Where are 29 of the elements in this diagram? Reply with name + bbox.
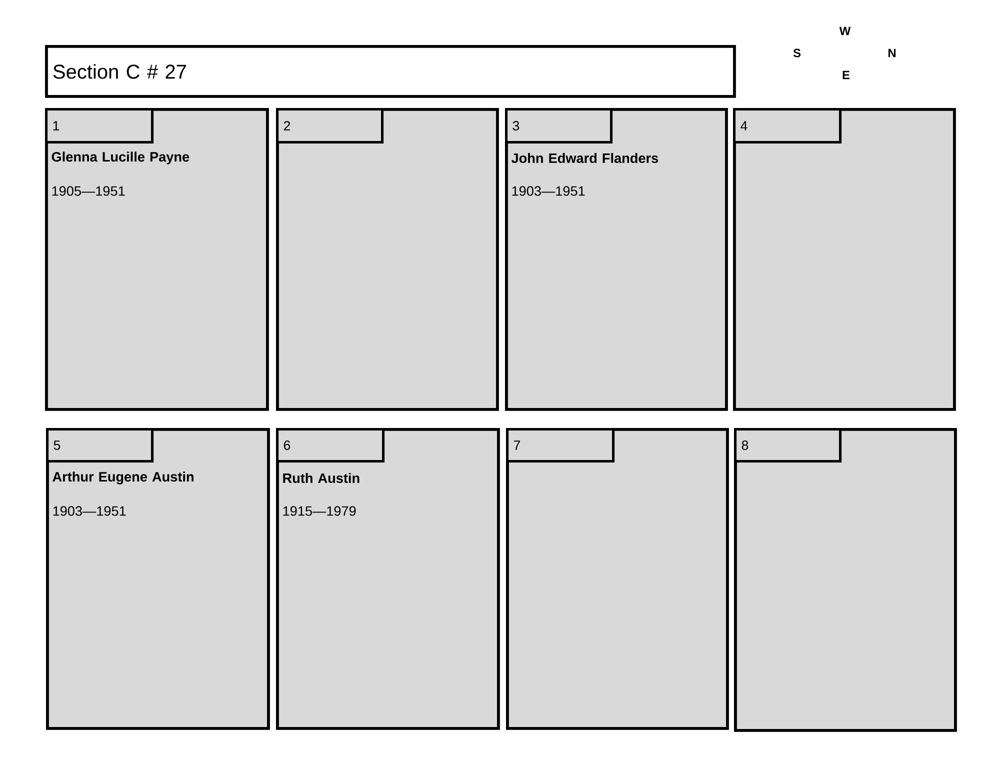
number-tab: 5 — [46, 428, 154, 463]
plot-box — [276, 108, 499, 411]
date-text: 1905—1951 — [52, 186, 125, 196]
name-text: Ruth Austin — [283, 473, 360, 483]
number-tab: 2 — [276, 108, 384, 144]
number-tab: 7 — [506, 428, 615, 463]
compass-letter: W — [839, 26, 851, 36]
plot-box — [45, 108, 269, 411]
name-text: Glenna Lucille Payne — [52, 152, 190, 164]
number-tab: 1 — [45, 108, 154, 144]
number-tab: 3 — [505, 108, 613, 144]
compass-letter: N — [888, 48, 896, 58]
number-tab: 4 — [733, 108, 842, 144]
plot-box — [733, 108, 956, 411]
name-text: Arthur Eugene Austin — [52, 472, 194, 484]
compass-letter: E — [842, 70, 850, 80]
plot-box — [276, 428, 500, 730]
plot-box — [506, 428, 729, 730]
plot-box — [734, 428, 957, 732]
date-text: 1903—1951 — [53, 506, 126, 516]
compass-letter: S — [793, 48, 801, 58]
number-tab: 8 — [734, 428, 842, 463]
date-text: 1903—1951 — [512, 186, 585, 196]
section-box: Section C # 27 — [45, 45, 736, 98]
plot-box — [46, 428, 270, 730]
date-text: 1915—1979 — [283, 506, 356, 516]
name-text: John Edward Flanders — [511, 153, 658, 163]
plot-box — [505, 108, 728, 411]
number-tab: 6 — [276, 428, 385, 463]
